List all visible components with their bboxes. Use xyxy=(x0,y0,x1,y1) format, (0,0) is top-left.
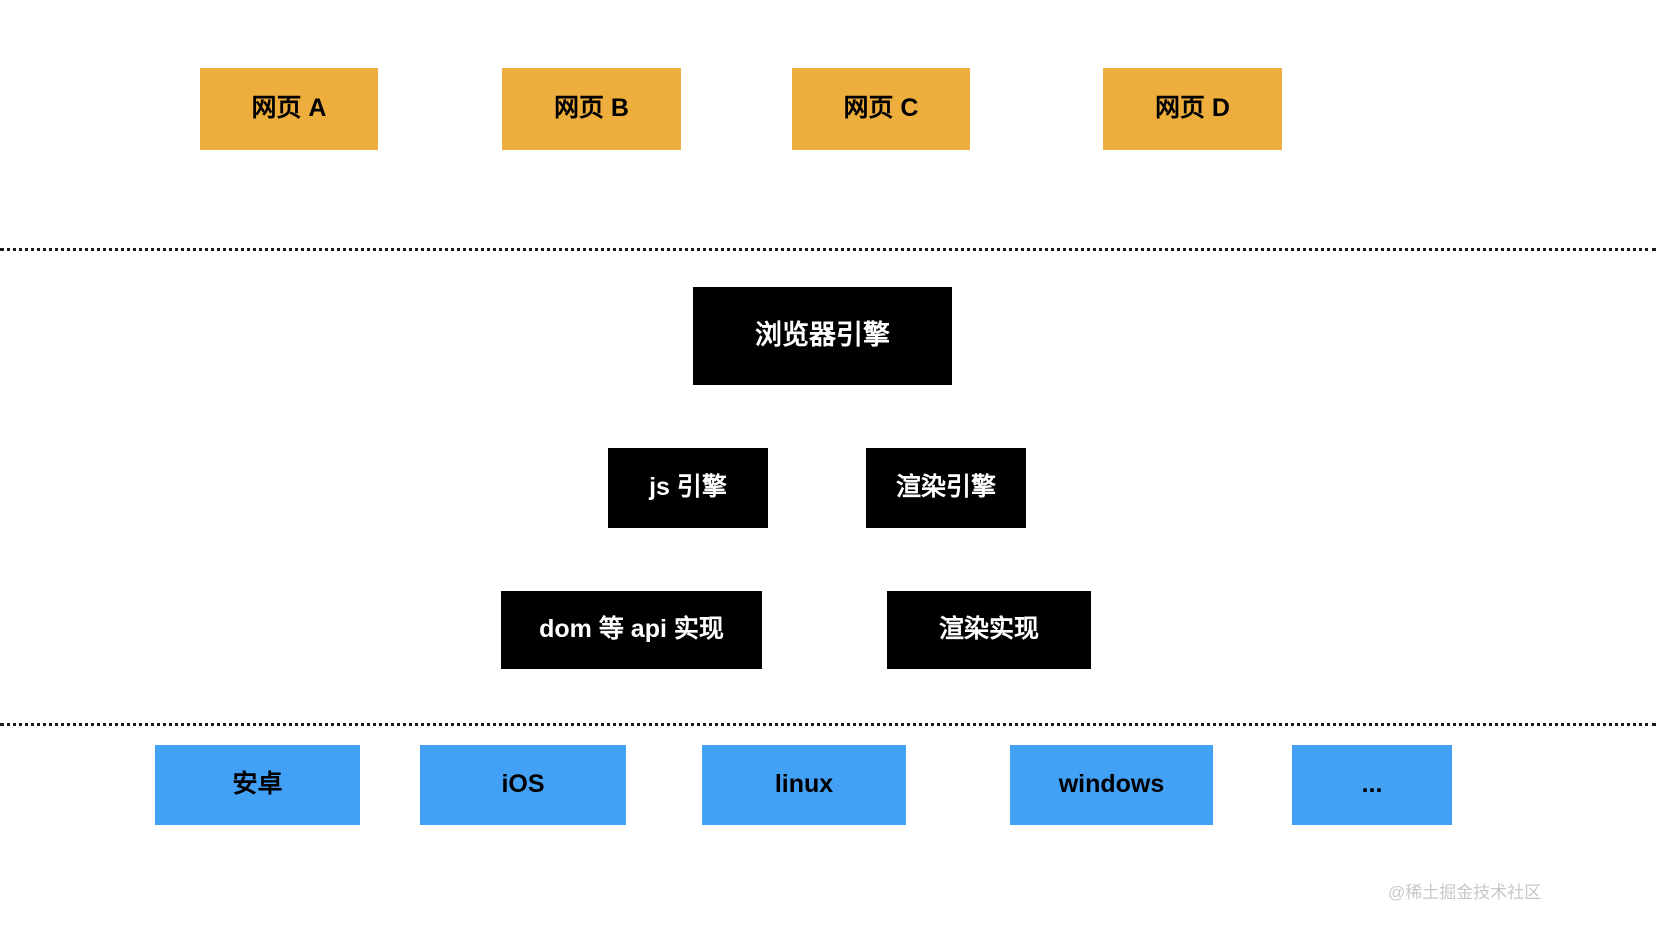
os-label-android: 安卓 xyxy=(232,770,283,799)
js-engine-label: js 引擎 xyxy=(649,473,727,502)
os-box-windows: windows xyxy=(1010,745,1213,825)
watermark: @稀土掘金技术社区 xyxy=(1388,883,1542,902)
os-label-ios: iOS xyxy=(501,770,545,799)
browser-engine-label: 浏览器引擎 xyxy=(755,320,890,351)
render-impl-box: 渲染实现 xyxy=(887,591,1091,669)
dom-api-impl-label: dom 等 api 实现 xyxy=(539,615,724,644)
web-page-label-d: 网页 D xyxy=(1154,94,1230,123)
os-label-linux: linux xyxy=(774,770,834,799)
os-box-android: 安卓 xyxy=(155,745,360,825)
web-page-box-b: 网页 B xyxy=(502,68,681,150)
divider-web-browser xyxy=(0,248,1656,251)
os-box-more: ... xyxy=(1292,745,1452,825)
web-page-box-a: 网页 A xyxy=(200,68,378,150)
render-engine-box: 渲染引擎 xyxy=(866,448,1026,528)
divider-browser-os xyxy=(0,723,1656,726)
web-page-box-d: 网页 D xyxy=(1103,68,1282,150)
web-page-label-c: 网页 C xyxy=(843,94,919,123)
os-label-more: ... xyxy=(1361,770,1383,799)
render-engine-label: 渲染引擎 xyxy=(895,473,996,502)
js-engine-box: js 引擎 xyxy=(608,448,768,528)
dom-api-impl-box: dom 等 api 实现 xyxy=(501,591,762,669)
os-label-windows: windows xyxy=(1058,770,1165,799)
browser-engine-box: 浏览器引擎 xyxy=(693,287,952,385)
os-box-linux: linux xyxy=(702,745,906,825)
web-page-box-c: 网页 C xyxy=(792,68,970,150)
os-box-ios: iOS xyxy=(420,745,626,825)
web-page-label-a: 网页 A xyxy=(251,94,327,123)
render-impl-label: 渲染实现 xyxy=(938,615,1039,644)
web-page-label-b: 网页 B xyxy=(553,94,629,123)
